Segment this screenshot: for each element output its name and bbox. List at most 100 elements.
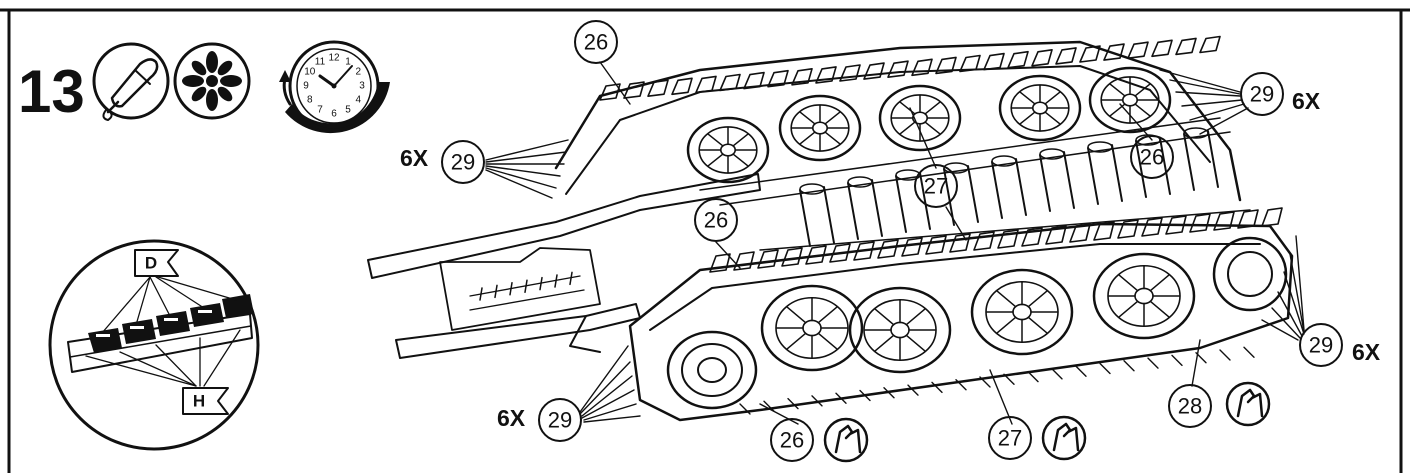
- track-link: [671, 77, 693, 96]
- wheel-spoke: [732, 133, 749, 147]
- track-link: [599, 83, 621, 101]
- wheel-hub: [1012, 303, 1032, 321]
- wheel-spoke: [996, 290, 1017, 308]
- engine-vent: [539, 276, 543, 291]
- engine-vent: [554, 274, 558, 288]
- track-link: [743, 71, 765, 90]
- track-link: [973, 231, 995, 251]
- track-link: [1199, 35, 1221, 54]
- track-link: [1007, 50, 1029, 69]
- wheel-spoke: [1149, 274, 1170, 292]
- glue-symbol-icon: [1225, 381, 1271, 427]
- wheel-hub: [911, 111, 928, 125]
- wheel-spoke: [1027, 290, 1048, 308]
- callout-27-bottom: 27: [988, 416, 1032, 460]
- track-link: [1045, 225, 1067, 245]
- roller: [991, 158, 1027, 219]
- paint-splat-icon: [173, 42, 251, 120]
- track-link: [733, 251, 755, 271]
- road-wheel: [970, 268, 1074, 356]
- callout-27-mid: 27: [914, 164, 958, 208]
- track-link: [1127, 41, 1149, 59]
- engine-vent: [494, 284, 498, 299]
- track-link: [859, 389, 871, 402]
- wheel-hub: [1134, 287, 1154, 305]
- flag-h-label: H: [193, 392, 205, 411]
- wheel-spoke: [1134, 103, 1151, 117]
- track-link: [1069, 223, 1091, 243]
- road-wheel: [686, 116, 770, 184]
- track-link: [853, 241, 875, 261]
- wheel-spoke: [996, 316, 1017, 334]
- roller: [1183, 130, 1219, 191]
- road-wheel: [1092, 252, 1196, 340]
- wheel-spoke: [1109, 83, 1126, 97]
- wheel-spoke: [817, 332, 838, 350]
- quantity-right: 6X: [1352, 339, 1381, 365]
- roller-end: [799, 183, 825, 195]
- clock-numeral: 10: [304, 67, 316, 78]
- track-link: [695, 75, 717, 94]
- callout-27-mid-label: 27: [924, 174, 948, 199]
- road-wheel: [878, 84, 962, 152]
- wheel-spoke: [1019, 91, 1036, 105]
- roller: [1087, 144, 1123, 205]
- road-wheel: [1088, 66, 1172, 134]
- track-link: [931, 381, 943, 394]
- track-link: [1117, 219, 1139, 239]
- track-link: [787, 397, 799, 410]
- wheel-spoke: [1044, 91, 1061, 105]
- wheel-spoke: [707, 153, 724, 167]
- track-link: [955, 379, 967, 391]
- clock-numeral: 3: [359, 81, 365, 92]
- clock-numeral: 1: [345, 56, 351, 67]
- track-link: [1147, 357, 1159, 369]
- track-link: [1027, 370, 1039, 383]
- step-number: 13: [18, 58, 85, 125]
- wheel-spoke: [905, 308, 926, 326]
- callout-26-bottom: 26: [770, 418, 814, 462]
- clock-numeral: 9: [303, 81, 309, 92]
- track-link: [883, 387, 895, 399]
- clock-numeral: 11: [315, 56, 326, 67]
- track-link: [709, 253, 731, 273]
- quantity-left: 6X: [400, 145, 429, 171]
- track-link: [925, 235, 947, 255]
- leader-lines: [485, 61, 1305, 425]
- engine-vent: [509, 282, 513, 296]
- callout-26-mid: 26: [694, 198, 738, 242]
- track-link: [979, 376, 991, 388]
- track-link: [877, 239, 899, 259]
- callout-27-bottom-label: 27: [998, 426, 1022, 451]
- roller: [895, 172, 931, 233]
- track-link: [949, 233, 971, 253]
- track-link: [767, 69, 789, 88]
- track-link: [901, 237, 923, 257]
- roller: [847, 179, 883, 240]
- flag-d-label: D: [145, 254, 157, 273]
- lower-road-wheels: [760, 252, 1196, 374]
- track-link: [1055, 47, 1077, 65]
- clock-numeral: 7: [317, 105, 323, 116]
- track-link: [959, 54, 981, 73]
- clock-numeral: 2: [355, 67, 361, 78]
- track-link: [1219, 349, 1231, 361]
- wheel-spoke: [1109, 103, 1126, 117]
- callout-26-bottom-label: 26: [780, 428, 804, 453]
- wheel-spoke: [799, 111, 816, 125]
- road-wheel: [778, 94, 862, 162]
- roller-end: [943, 162, 969, 174]
- clock-numeral: 4: [355, 95, 361, 106]
- road-wheel: [998, 74, 1082, 142]
- wheel-spoke: [1134, 83, 1151, 97]
- road-wheel-rim: [985, 280, 1059, 344]
- wheel-spoke: [786, 306, 807, 324]
- road-wheel: [760, 284, 864, 372]
- callout-26-right-label: 26: [1140, 145, 1164, 170]
- clock-numeral: 5: [345, 105, 351, 116]
- wheel-spoke: [732, 153, 749, 167]
- roller-end: [991, 155, 1017, 167]
